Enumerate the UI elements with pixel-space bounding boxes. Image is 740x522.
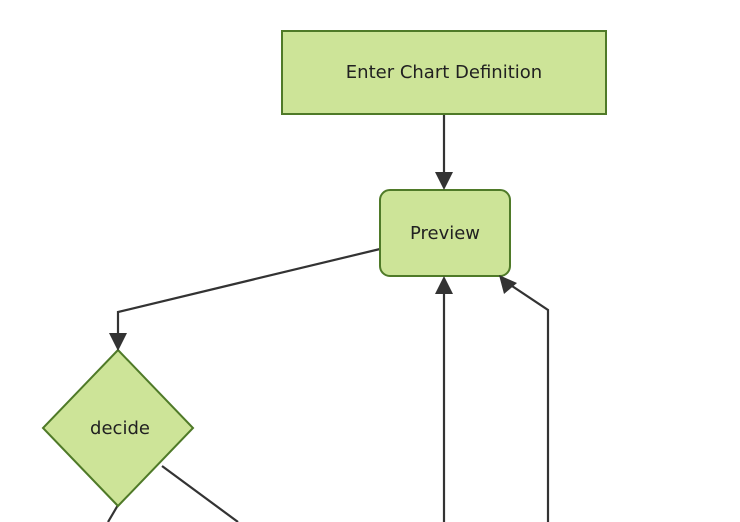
edge-decide-out-right <box>161 465 239 522</box>
edge-preview-to-decide <box>116 247 381 341</box>
node-enter-chart-definition-shape <box>281 30 607 115</box>
node-preview-shape <box>379 189 511 277</box>
node-preview[interactable]: Preview <box>379 189 511 277</box>
arrowhead-layer <box>109 172 517 351</box>
node-enter-chart-definition-label: Enter Chart Definition <box>346 62 542 83</box>
edge-layer <box>107 114 550 522</box>
node-decide-shape <box>41 348 195 508</box>
arrowhead-into-preview-bottom-center <box>435 276 453 294</box>
node-decide-label: decide <box>90 418 150 439</box>
node-layer: Enter Chart Definition Preview decide <box>41 30 607 508</box>
arrowhead-into-preview-bottom-right <box>499 275 517 294</box>
edge-decide-out-left <box>107 504 119 522</box>
node-enter-chart-definition[interactable]: Enter Chart Definition <box>281 30 607 115</box>
arrowhead-into-preview-top <box>435 172 453 190</box>
node-decide[interactable]: decide <box>41 348 195 508</box>
arrowhead-into-decide-top <box>109 333 127 351</box>
node-preview-label: Preview <box>410 223 480 244</box>
edge-bottom-right-to-preview <box>502 279 550 522</box>
